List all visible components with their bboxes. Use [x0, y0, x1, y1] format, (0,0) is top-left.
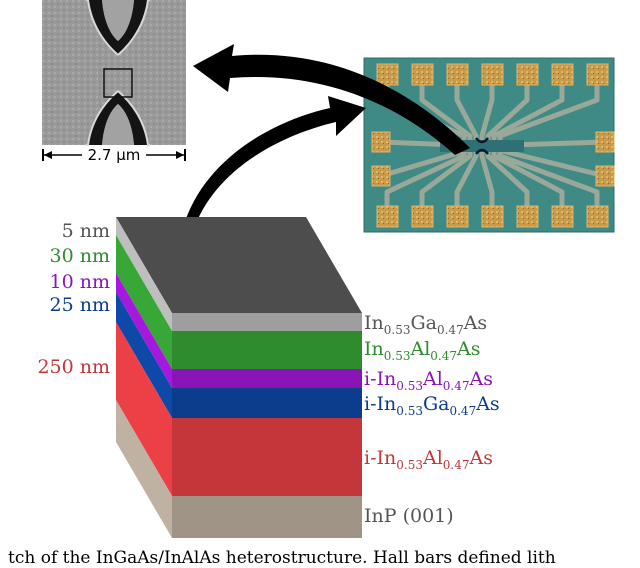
thickness-label-30nm: 30 nm	[50, 245, 110, 267]
thickness-label-5nm: 5 nm	[62, 220, 110, 242]
stack-side-face-2	[116, 273, 172, 388]
optical-micrograph	[363, 57, 615, 233]
thickness-labels: 5 nm 30 nm 10 nm 25 nm 250 nm	[37, 220, 110, 378]
lower-arrow	[183, 96, 366, 232]
stack-front-face-5	[172, 496, 362, 538]
stack-top-face	[116, 217, 362, 313]
material-label-1: In0.53Al0.47As	[364, 338, 480, 363]
stack-side-face-4	[116, 322, 172, 496]
scale-bar-label: 2.7 μm	[88, 146, 141, 164]
stack-front-face-4	[172, 418, 362, 496]
stack-side-face-3	[116, 292, 172, 418]
stack-front-face-1	[172, 331, 362, 369]
material-label-3: i-In0.53Ga0.47As	[364, 393, 500, 418]
material-label-5: InP (001)	[364, 505, 454, 527]
material-label-2: i-In0.53Al0.47As	[364, 368, 493, 393]
thickness-label-25nm: 25 nm	[50, 294, 110, 316]
arrows	[183, 44, 470, 232]
stack-side-face-0	[116, 217, 172, 331]
stack-front-face-3	[172, 388, 362, 418]
sem-micrograph	[42, 0, 186, 146]
stack-side-face-5	[116, 400, 172, 538]
thickness-label-250nm: 250 nm	[37, 356, 110, 378]
stack-front-face-0	[172, 313, 362, 331]
hall-cross-box	[103, 68, 133, 98]
material-label-0: In0.53Ga0.47As	[364, 312, 487, 337]
caption-fragment: tch of the InGaAs/InAlAs heterostructure…	[8, 548, 556, 568]
upper-arrow	[193, 44, 470, 155]
stack-side-face-1	[116, 235, 172, 369]
material-label-4: i-In0.53Al0.47As	[364, 447, 493, 472]
layer-stack	[116, 217, 362, 538]
thickness-label-10nm: 10 nm	[50, 271, 110, 293]
scale-bar: 2.7 μm	[42, 146, 186, 164]
stack-front-face-2	[172, 369, 362, 388]
